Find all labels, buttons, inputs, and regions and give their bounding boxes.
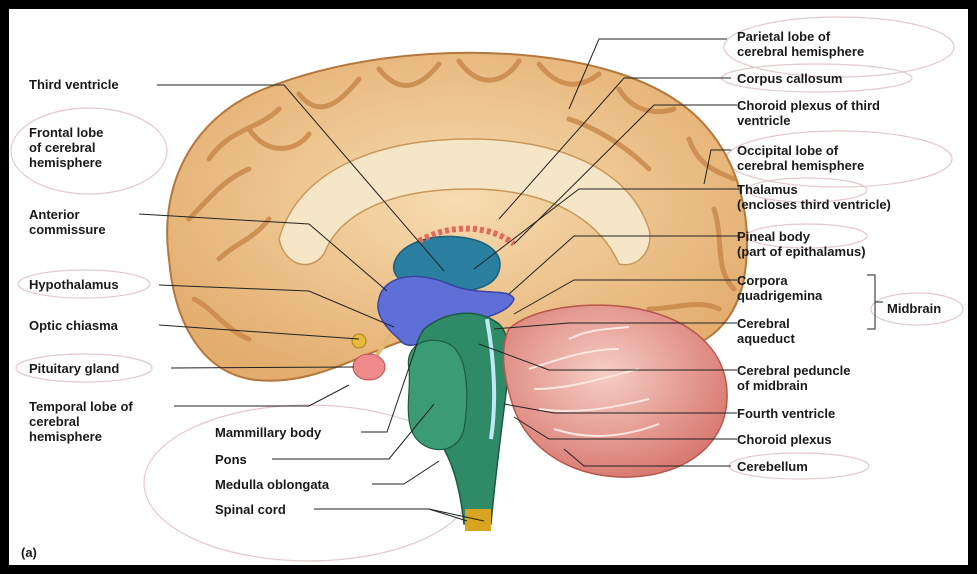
label-third-ventricle: Third ventricle [29,77,119,92]
label-corpus-callosum: Corpus callosum [737,71,842,86]
label-cerebral-aqueduct: Cerebralaqueduct [737,316,795,346]
label-medulla-oblongata: Medulla oblongata [215,477,329,492]
cerebellum-shape [504,305,728,477]
label-cerebellum: Cerebellum [737,459,808,474]
label-hypothalamus: Hypothalamus [29,277,119,292]
pons-shape [408,340,467,449]
label-thalamus: Thalamus(encloses third ventricle) [737,182,891,212]
label-mammillary-body: Mammillary body [215,425,321,440]
figure-tag: (a) [21,545,37,560]
label-corpora-quadrigemina: Corporaquadrigemina [737,273,822,303]
label-optic-chiasma: Optic chiasma [29,318,118,333]
label-occipital-lobe: Occipital lobe ofcerebral hemisphere [737,143,864,173]
label-pons: Pons [215,452,247,467]
label-choroid-plexus: Choroid plexus [737,432,832,447]
label-midbrain: Midbrain [887,301,941,316]
label-anterior-commissure: Anteriorcommissure [29,207,106,237]
label-parietal-lobe: Parietal lobe ofcerebral hemisphere [737,29,864,59]
brain-illustration [9,9,968,565]
label-frontal-lobe: Frontal lobeof cerebralhemisphere [29,125,103,170]
label-fourth-ventricle: Fourth ventricle [737,406,835,421]
pituitary-shape [353,354,385,380]
label-pineal-body: Pineal body(part of epithalamus) [737,229,866,259]
label-pituitary-gland: Pituitary gland [29,361,119,376]
optic-chiasma-shape [352,334,366,348]
label-spinal-cord: Spinal cord [215,502,286,517]
label-temporal-lobe: Temporal lobe ofcerebralhemisphere [29,399,133,444]
label-cerebral-peduncle: Cerebral peduncleof midbrain [737,363,850,393]
label-choroid-plexus-third: Choroid plexus of thirdventricle [737,98,880,128]
diagram-frame: Third ventricle Frontal lobeof cerebralh… [9,9,968,565]
